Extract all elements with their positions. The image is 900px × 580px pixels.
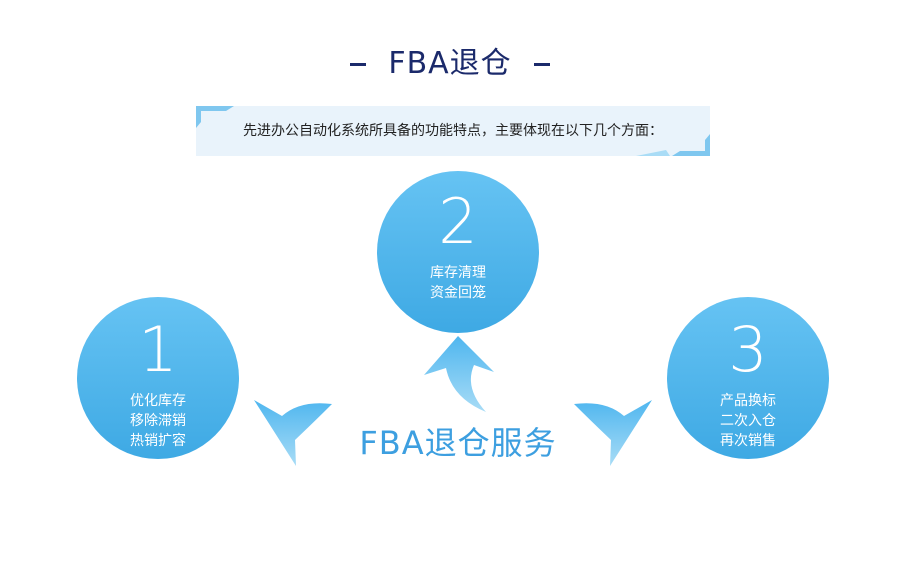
title-dash-left	[350, 63, 367, 66]
item-number: 1	[138, 313, 178, 386]
arrow-left-icon	[254, 400, 332, 466]
item-number: 3	[728, 313, 768, 386]
item-number: 2	[438, 185, 478, 258]
intro-banner: 先进办公自动化系统所具备的功能特点，主要体现在以下几个方面：	[196, 106, 710, 156]
item-line: 产品换标	[720, 393, 776, 409]
arrow-up-icon	[424, 336, 494, 412]
title-dash-right	[533, 63, 550, 66]
intro-text: 先进办公自动化系统所具备的功能特点，主要体现在以下几个方面：	[243, 123, 663, 139]
circle-item-1: 1 优化库存 移除滞销 热销扩容	[77, 297, 239, 459]
center-label: FBA退仓服务	[359, 424, 557, 462]
title-text: FBA退仓	[388, 46, 512, 81]
item-line: 二次入仓	[720, 413, 776, 429]
arrow-right-icon	[574, 400, 652, 466]
item-line: 热销扩容	[130, 433, 186, 449]
banner-corner-decoration	[196, 106, 710, 156]
circle-item-3: 3 产品换标 二次入仓 再次销售	[667, 297, 829, 459]
item-line: 优化库存	[130, 393, 186, 409]
item-line: 库存清理	[430, 265, 486, 281]
circle-item-2: 2 库存清理 资金回笼	[377, 171, 539, 333]
page-title: FBA退仓	[0, 38, 900, 82]
item-line: 资金回笼	[430, 285, 486, 301]
item-line: 再次销售	[720, 433, 776, 449]
item-line: 移除滞销	[130, 413, 186, 429]
